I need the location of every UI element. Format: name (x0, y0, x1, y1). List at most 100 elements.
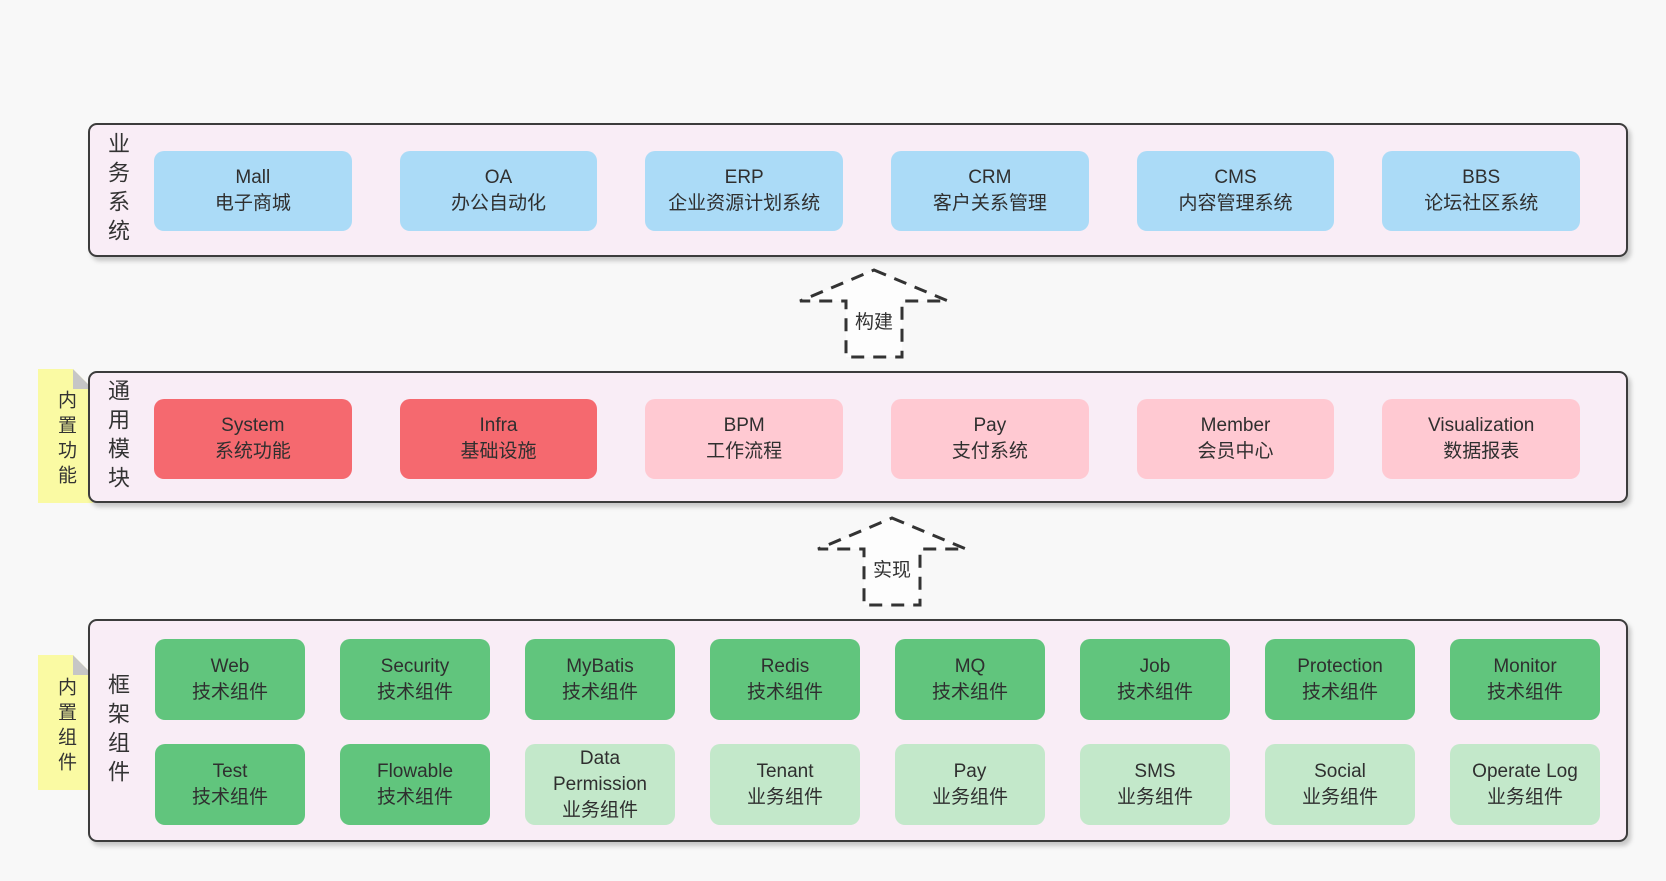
node-member: Member 会员中心 (1136, 399, 1335, 479)
node-subtitle: 系统功能 (214, 441, 291, 462)
node-subtitle: 技术组件 (376, 786, 453, 808)
node-title: Operate Log (1472, 760, 1578, 782)
node-subtitle: 支付系统 (951, 441, 1028, 462)
node-title: MyBatis (566, 655, 634, 677)
biz-components-row: Test 技术组件 Flowable 技术组件 Data Permission … (155, 744, 1600, 825)
node-title: Redis (760, 655, 810, 677)
node-title: BBS (1462, 167, 1501, 188)
node-subtitle: 工作流程 (706, 441, 783, 462)
node-mq: MQ 技术组件 (895, 639, 1045, 720)
node-title: Test (212, 760, 248, 782)
node-test: Test 技术组件 (155, 744, 305, 825)
node-title: Tenant (756, 760, 814, 782)
node-title: Mall (235, 167, 271, 188)
node-subtitle: 业务组件 (1486, 786, 1563, 808)
section-label: 通用模块 (105, 379, 130, 495)
node-subtitle: 业务组件 (1301, 786, 1378, 808)
node-sms: SMS 业务组件 (1080, 744, 1230, 825)
node-title: Member (1200, 415, 1271, 436)
node-subtitle: 电子商城 (214, 193, 291, 214)
tab-label: 内置组件 (55, 676, 76, 777)
node-subtitle: 业务组件 (1116, 786, 1193, 808)
node-title: SMS (1134, 760, 1176, 782)
common-modules-row: System 系统功能 Infra 基础设施 BPM 工作流程 Pay 支付系统… (154, 399, 1581, 479)
node-subtitle: 技术组件 (191, 786, 268, 808)
node-subtitle: 论坛社区系统 (1424, 193, 1539, 214)
node-subtitle: 技术组件 (376, 681, 453, 703)
node-pay-component: Pay 业务组件 (895, 744, 1045, 825)
section-framework-components: 框架组件 Web 技术组件 Security 技术组件 MyBatis 技术组件… (88, 619, 1628, 842)
node-web: Web 技术组件 (155, 639, 305, 720)
node-cms: CMS 内容管理系统 (1136, 151, 1335, 231)
node-mall: Mall 电子商城 (154, 151, 352, 231)
node-title: Security (380, 655, 450, 677)
node-security: Security 技术组件 (340, 639, 490, 720)
framework-components-grid: Web 技术组件 Security 技术组件 MyBatis 技术组件 Redi… (155, 639, 1600, 849)
node-subtitle: 办公自动化 (451, 193, 547, 214)
node-subtitle: 技术组件 (561, 681, 638, 703)
node-protection: Protection 技术组件 (1265, 639, 1415, 720)
node-title: ERP (724, 167, 764, 188)
node-title: Web (210, 655, 250, 677)
node-title: Protection (1297, 655, 1383, 677)
node-title: OA (484, 167, 513, 188)
node-mybatis: MyBatis 技术组件 (525, 639, 675, 720)
node-system: System 系统功能 (154, 399, 352, 479)
node-title: CMS (1214, 167, 1257, 188)
node-oa: OA 办公自动化 (399, 151, 598, 231)
node-tenant: Tenant 业务组件 (710, 744, 860, 825)
node-visualization: Visualization 数据报表 (1382, 399, 1581, 479)
tab-label: 内置功能 (55, 390, 76, 491)
node-subtitle: 业务组件 (746, 786, 823, 808)
node-title: Social (1314, 760, 1366, 782)
node-title: Job (1139, 655, 1171, 677)
node-subtitle: 客户关系管理 (932, 193, 1047, 214)
node-title: MQ (954, 655, 986, 677)
node-title: Pay (953, 760, 987, 782)
node-job: Job 技术组件 (1080, 639, 1230, 720)
node-title: System (221, 415, 285, 436)
node-infra: Infra 基础设施 (399, 399, 598, 479)
node-bbs: BBS 论坛社区系统 (1382, 151, 1581, 231)
node-pay-system: Pay 支付系统 (891, 399, 1089, 479)
tab-built-in-features: 内置功能 (38, 369, 93, 503)
node-subtitle: 技术组件 (746, 681, 823, 703)
node-erp: ERP 企业资源计划系统 (645, 151, 844, 231)
node-subtitle: 内容管理系统 (1178, 193, 1293, 214)
node-title: Pay (973, 415, 1007, 436)
node-title: Monitor (1493, 655, 1557, 677)
tech-components-row: Web 技术组件 Security 技术组件 MyBatis 技术组件 Redi… (155, 639, 1600, 720)
business-systems-row: Mall 电子商城 OA 办公自动化 ERP 企业资源计划系统 CRM 客户关系… (154, 151, 1581, 231)
section-label: 框架组件 (105, 672, 130, 789)
node-title: Flowable (376, 760, 454, 782)
section-common-modules: 通用模块 System 系统功能 Infra 基础设施 BPM 工作流程 Pay… (88, 371, 1628, 503)
node-operate-log: Operate Log 业务组件 (1450, 744, 1600, 825)
node-subtitle: 基础设施 (460, 441, 537, 462)
arrow-label: 实现 (870, 555, 914, 582)
node-crm: CRM 客户关系管理 (891, 151, 1089, 231)
node-subtitle: 技术组件 (1301, 681, 1378, 703)
node-title: CRM (968, 167, 1012, 188)
node-subtitle: 业务组件 (931, 786, 1008, 808)
node-subtitle: 业务组件 (561, 799, 638, 821)
node-data-permission: Data Permission 业务组件 (525, 744, 675, 825)
arrow-label: 构建 (852, 307, 896, 334)
node-flowable: Flowable 技术组件 (340, 744, 490, 825)
node-monitor: Monitor 技术组件 (1450, 639, 1600, 720)
node-subtitle: 数据报表 (1443, 441, 1520, 462)
section-label: 业务系统 (105, 132, 130, 248)
node-title: Visualization (1428, 415, 1535, 436)
node-subtitle: 技术组件 (191, 681, 268, 703)
node-redis: Redis 技术组件 (710, 639, 860, 720)
node-social: Social 业务组件 (1265, 744, 1415, 825)
node-bpm: BPM 工作流程 (645, 399, 844, 479)
tab-built-in-components: 内置组件 (38, 655, 93, 790)
node-title: BPM (723, 415, 765, 436)
node-subtitle: 技术组件 (1486, 681, 1563, 703)
node-subtitle: 技术组件 (1116, 681, 1193, 703)
section-business-systems: 业务系统 Mall 电子商城 OA 办公自动化 ERP 企业资源计划系统 CRM… (88, 123, 1628, 257)
node-title: Data Permission (553, 747, 647, 795)
arrow-build: 构建 (798, 268, 950, 360)
node-subtitle: 技术组件 (931, 681, 1008, 703)
